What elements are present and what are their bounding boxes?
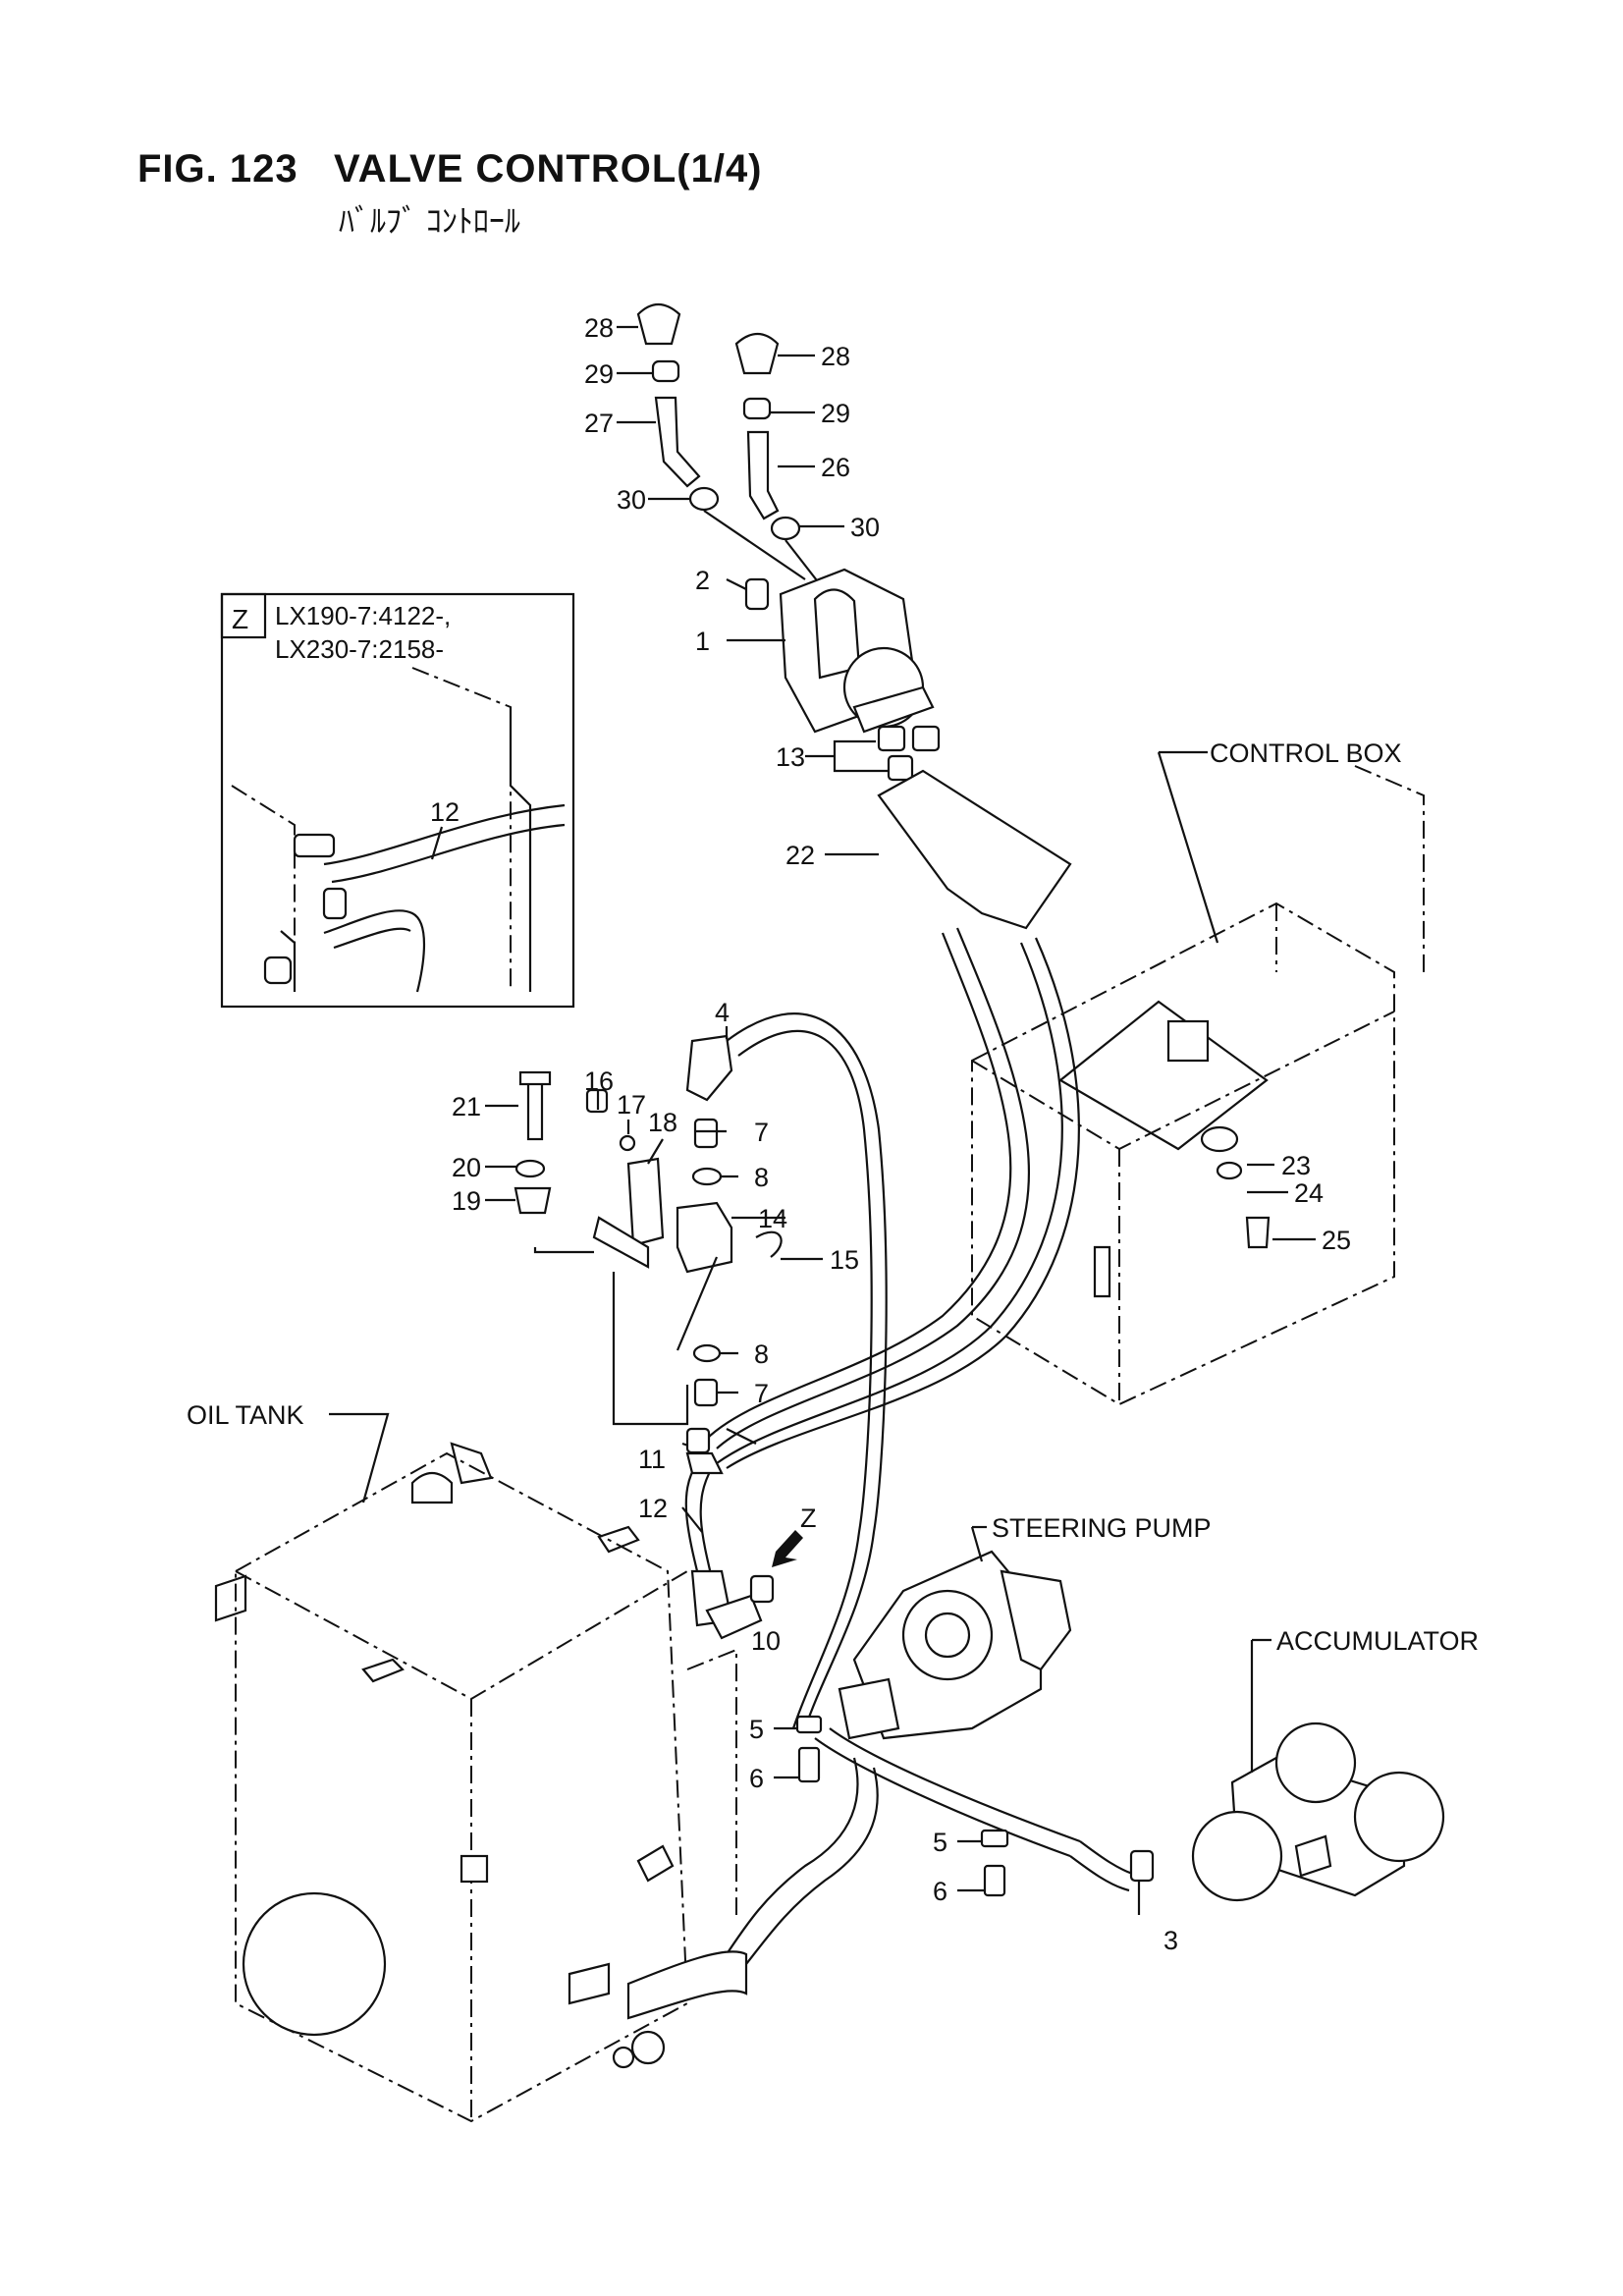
callout-21: 21 [452,1092,481,1121]
callout-16: 16 [584,1066,614,1096]
label-oil-tank: OIL TANK [187,1400,304,1430]
callout-22: 22 [785,841,815,870]
valve-bracket-group [485,1026,823,1533]
callout-30-left: 30 [617,485,646,515]
callout-25: 25 [1322,1226,1351,1255]
control-box [971,750,1425,1406]
figure-subtitle: ﾊﾞﾙﾌﾞ ｺﾝﾄﾛｰﾙ [339,203,520,239]
detail-view-z: Z LX190-7:4122-, LX230-7:2158- 12 [220,592,575,1009]
figure-title: FIG. 123 VALVE CONTROL(1/4) [137,147,763,191]
callout-2: 2 [695,566,710,595]
callout-5-lower: 5 [933,1828,947,1857]
detail-model-1: LX190-7:4122-, [275,601,451,630]
callout-1: 1 [695,627,710,656]
callout-28-left: 28 [584,313,614,343]
gasket-plate [877,769,1072,930]
callout-13: 13 [776,742,805,772]
callout-11: 11 [638,1445,666,1474]
hydraulic-hoses [684,927,1140,1965]
callout-20: 20 [452,1153,481,1182]
callout-leaders-top [617,325,889,856]
callout-27: 27 [584,409,614,438]
callout-7-upper: 7 [754,1118,769,1147]
label-accumulator: ACCUMULATOR [1276,1626,1479,1656]
callout-19: 19 [452,1186,481,1216]
control-levers [636,302,941,782]
steering-pump [838,1525,1072,1740]
callout-12-main: 12 [638,1494,668,1523]
callout-4: 4 [715,998,730,1027]
callout-24: 24 [1294,1178,1324,1208]
callout-6-lower: 6 [933,1877,947,1906]
hose-clamps [774,1715,1155,1915]
callout-26: 26 [821,453,850,482]
detail-model-2: LX230-7:2158- [275,634,444,664]
callout-12-detail: 12 [430,797,460,827]
callout-30-right: 30 [850,513,880,542]
figure-name: VALVE CONTROL(1/4) [333,147,763,191]
detail-view-tag: Z [232,604,248,634]
callout-7-lower: 7 [754,1379,769,1408]
callout-28-right: 28 [821,342,850,371]
callout-3: 3 [1163,1926,1178,1955]
callout-6-upper: 6 [749,1764,764,1793]
label-control-box: CONTROL BOX [1210,738,1402,768]
callout-18: 18 [648,1108,677,1137]
z-view-arrow: Z [800,1503,817,1533]
callout-17: 17 [617,1090,646,1120]
callout-14: 14 [758,1204,787,1233]
callout-10: 10 [751,1626,781,1656]
callout-23: 23 [1281,1151,1311,1180]
callout-29-left: 29 [584,359,614,389]
callout-8-upper: 8 [754,1163,769,1192]
tank-fittings [685,1427,803,1640]
figure-number: FIG. 123 [137,147,298,191]
callout-8-lower: 8 [754,1339,769,1369]
callout-15: 15 [830,1245,859,1275]
accumulator [1191,1638,1445,1902]
label-steering-pump: STEERING PUMP [992,1513,1212,1543]
callout-29-right: 29 [821,399,850,428]
callout-5-upper: 5 [749,1715,764,1744]
oil-tank [214,1412,748,2123]
